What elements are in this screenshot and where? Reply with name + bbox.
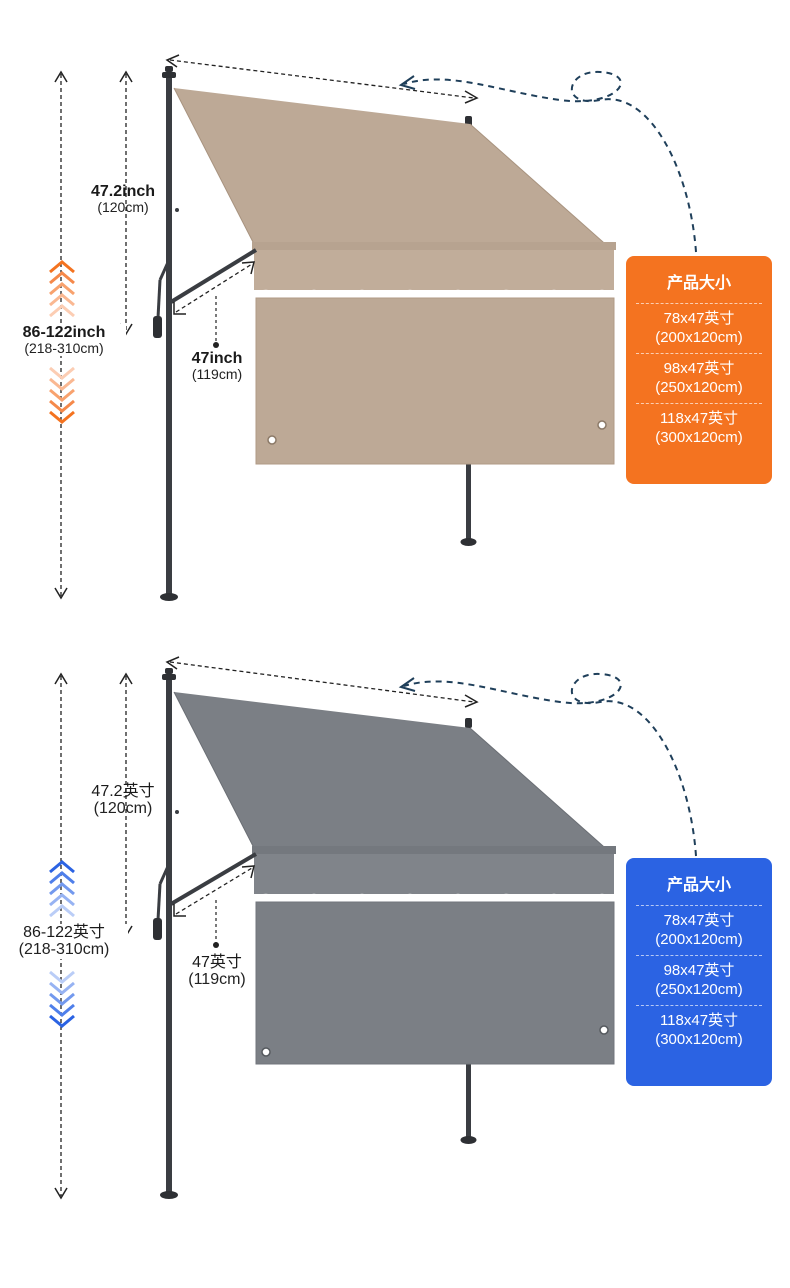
width-dimension-main: 47.2英寸 [91,783,155,800]
card-title: 产品大小 [666,275,731,292]
size-option-imperial: 98x47英寸 [663,962,735,979]
size-option-metric: (200x120cm) [655,329,743,346]
height-dimension-main: 86-122inch [22,324,106,341]
arm-dimension-sub: (119cm) [191,366,243,383]
size-option[interactable]: 98x47英寸 (250x120cm) [636,353,762,403]
size-option-imperial: 118x47英寸 [659,1012,739,1029]
product-size-card: 产品大小 78x47英寸 (200x120cm) 98x47英寸 (250x12… [626,256,772,484]
awning-illustration-grey [49,656,697,1200]
product-size-card: 产品大小 78x47英寸 (200x120cm) 98x47英寸 (250x12… [626,858,772,1086]
arm-dimension-main: 47英寸 [192,954,242,971]
width-dimension-sub: (120cm) [97,199,149,216]
size-option-metric: (250x120cm) [655,379,743,396]
down-chevrons-icon [49,970,75,1028]
size-option[interactable]: 118x47英寸 (300x120cm) [636,403,762,453]
size-option-imperial: 98x47英寸 [663,360,735,377]
width-dimension-sub: (120cm) [93,800,153,818]
arm-dimension-label: 47inch (119cm) [178,350,256,382]
up-chevrons-icon [49,260,75,318]
size-option[interactable]: 78x47英寸 (200x120cm) [636,905,762,955]
height-dimension-label: 86-122inch (218-310cm) [2,324,126,357]
size-option-metric: (250x120cm) [655,981,743,998]
width-dimension-label: 47.2inch (120cm) [78,183,168,215]
awning-panel-grey: 47.2英寸 (120cm) 86-122英寸 (218-310cm) 47英寸… [0,602,790,1242]
height-dimension-main: 86-122英寸 [23,924,105,941]
size-option[interactable]: 98x47英寸 (250x120cm) [636,955,762,1005]
card-title: 产品大小 [666,877,731,894]
arm-dimension-main: 47inch [191,350,243,367]
width-dimension-label: 47.2英寸 (120cm) [78,783,168,818]
awning-panel-beige: 47.2inch (120cm) 86-122inch (218-310cm) … [0,0,790,640]
width-dimension-main: 47.2inch [90,183,156,200]
size-option-imperial: 78x47英寸 [663,310,735,327]
size-option-imperial: 118x47英寸 [659,410,739,427]
height-dimension-sub: (218-310cm) [18,941,110,959]
size-option[interactable]: 118x47英寸 (300x120cm) [636,1005,762,1055]
size-option-metric: (200x120cm) [655,931,743,948]
size-option-metric: (300x120cm) [655,429,743,446]
height-dimension-sub: (218-310cm) [24,340,104,357]
size-option[interactable]: 78x47英寸 (200x120cm) [636,303,762,353]
arm-dimension-label: 47英寸 (119cm) [176,954,258,989]
arm-dimension-sub: (119cm) [188,971,246,989]
height-dimension-label: 86-122英寸 (218-310cm) [0,924,128,959]
down-chevrons-icon [49,366,75,424]
awning-illustration-beige [49,54,697,601]
size-option-metric: (300x120cm) [655,1031,743,1048]
up-chevrons-icon [49,860,75,918]
size-option-imperial: 78x47英寸 [663,912,735,929]
